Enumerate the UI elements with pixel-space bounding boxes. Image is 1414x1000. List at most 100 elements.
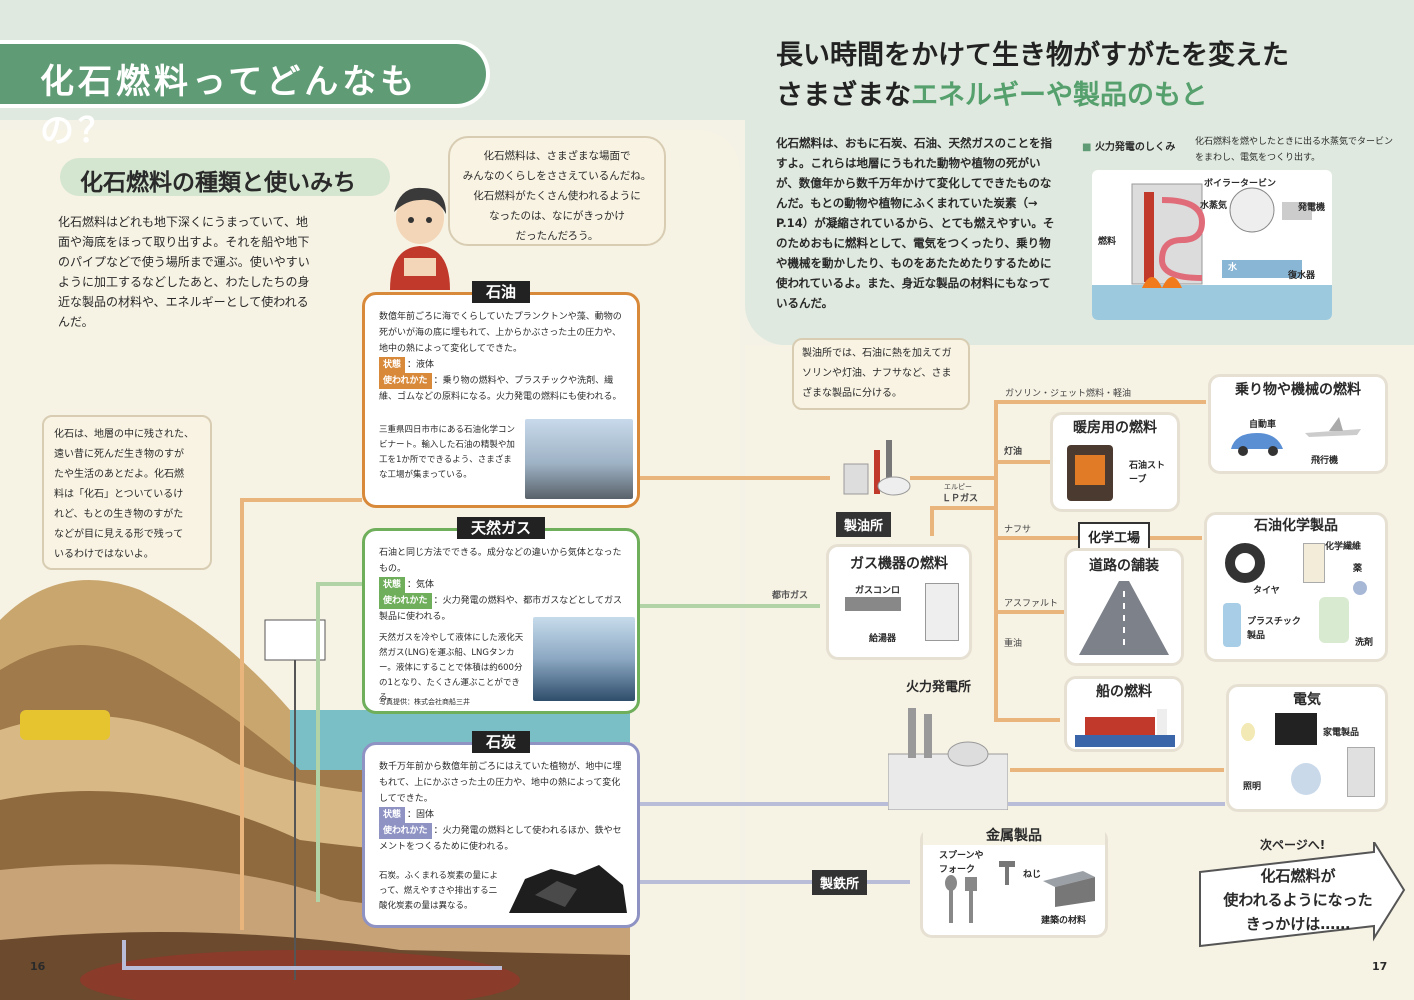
next-page-label: 次ページへ! [1260,838,1326,852]
lighting-label: 照明 [1243,782,1262,792]
gas-card-title: 天然ガス [456,517,546,539]
refinery-label: 製油所 [836,512,892,537]
route-lpg-label: ＬＰガス [942,494,979,504]
power-to-electricity-line [1010,768,1224,772]
refinery-complex-photo [525,419,633,499]
refinery-illustration [843,440,911,496]
bubble-line: 化石燃料がたくさん使われるように [473,190,641,202]
heavy-oil-route-line [994,718,1060,722]
appliance-label: 家電製品 [1323,728,1360,738]
oil-desc: 数億年前ごろに海でくらしていたプランクトンや藻、動物の死がいが海の底に埋もれて、… [379,312,622,354]
power-mechanism-label: ■ 火力発電のしくみ [1082,142,1176,153]
route-lpg-ruby: エルピー [944,483,972,491]
detergent-label: 洗剤 [1355,638,1374,648]
gas-pipe-vertical [316,582,320,902]
fossil-speech-bubble: 化石は、地層の中に残された、 遠い昔に死んだ生き物のすが たや生活のあとだよ。化… [42,415,212,570]
bubble-line: れど、もとの生き物のすがた [54,509,184,520]
bubble-line: だったんだろう。 [515,230,599,242]
power-plant-illustration [888,708,1008,810]
road-illustration [1079,581,1169,655]
petrochem-title: 石油化学製品 [1254,518,1338,534]
tire-label: タイヤ [1253,586,1280,596]
coal-pipe-horizontal [122,966,502,970]
water-heater-icon [925,583,959,641]
gas-stove-label: ガスコンロ [855,586,901,596]
coal-use-tag: 使われかた [379,823,432,839]
bubble-line: 料は「化石」とついているけ [54,489,184,500]
boiler-label: ボイラー [1204,179,1241,189]
power-mechanism-desc: 化石燃料を燃やしたときに出る水蒸気でタービンをまわし、電気をつくり出す。 [1195,137,1394,163]
vehicles-title: 乗り物や機械の燃料 [1235,382,1361,398]
gas-use: ：火力発電の燃料や、都市ガスなどとしてガス製品に使われる。 [379,596,623,622]
road-title: 道路の舗装 [1089,558,1159,574]
next-arrow-shape [1199,842,1406,948]
ship-fuel-box: 船の燃料 [1064,676,1184,752]
steam-label: 水蒸気 [1200,201,1228,211]
oil-photo-caption: 三重県四日市市にある石油化学コンビナート。輸入した石油の精製や加工を1か所ででき… [379,425,516,480]
building-material-label: 建築の材料 [1041,916,1087,926]
vehicles-box: 乗り物や機械の燃料 自動車 飛行機 [1208,374,1388,474]
tv-icon [1275,713,1317,745]
power-plant-label: 火力発電所 [906,680,972,695]
electricity-title: 電気 [1293,692,1321,708]
kerosene-route-line [994,460,1050,464]
oil-state-tag: 状態 [379,357,406,373]
bubble-line: 遠い昔に死んだ生き物のすが [54,449,184,460]
road-box: 道路の舗装 [1064,548,1184,666]
section-subhead: 化石燃料の種類と使いみち [60,158,390,196]
medicine-label: 薬 [1353,564,1363,574]
bubble-line: みんなのくらしをささえているんだね。 [462,170,652,182]
coal-card-title: 石炭 [471,731,531,753]
right-body-text: 化石燃料は、おもに石炭、石油、天然ガスのことを指すよ。これらは地層にうもれた動物… [776,136,1055,310]
condenser-label: 復水器 [1288,271,1316,281]
lpg-route-drop [930,506,934,536]
light-bulb-icon [1241,723,1255,741]
refinery-trunk-line [910,476,994,480]
gas-appliance-title: ガス機器の燃料 [850,556,948,572]
gas-appliance-box: ガス機器の燃料 ガスコンロ 給湯器 [826,544,972,660]
fiber-spool-icon [1303,543,1325,583]
vacuum-icon [1291,763,1321,795]
coal-use: ：火力発電の燃料として使われるほか、鉄やセメントをつくるために使われる。 [379,826,622,852]
next-page-line3: きっかけは…… [1245,915,1351,933]
plastic-bottle-icon [1223,603,1241,647]
chemical-plant-label: 化学工場 [1078,522,1151,551]
tire-icon [1225,543,1265,583]
coal-state-tag: 状態 [379,807,406,823]
page-title-text: 化石燃料ってどんなもの？ [40,62,419,151]
fiber-label: 化学繊維 [1325,542,1362,552]
boy-speech-bubble: 化石燃料は、さまざまな場面で みんなのくらしをささえているんだね。 化石燃料がた… [448,136,666,246]
lpg-route-line [930,506,994,510]
bubble-line: たや生活のあとだよ。化石燃 [54,469,184,480]
turbine-label: タービン [1240,179,1277,189]
oil-card: 石油 数億年前ごろに海でくらしていたプランクトンや藻、動物の死がいが海の底に埋も… [362,281,640,508]
thermal-plant-diagram: ボイラー タービン 水蒸気 燃料 水 発電機 復水器 [1092,170,1332,320]
water-heater-label: 給湯器 [869,634,897,644]
right-title: 長い時間をかけて生き物がすがたを変えた さまざまなエネルギーや製品のもと [776,36,1396,116]
route-asphalt-label: アスファルト [1004,599,1059,609]
spoon-fork-icon [945,875,977,923]
bubble-line: 化石燃料は、さまざまな場面で [483,150,631,162]
coal-pipe-vertical [122,940,126,970]
medicine-icon [1353,581,1367,595]
route-city-gas-label: 都市ガス [772,591,809,601]
gasoline-route-line [994,400,1206,404]
oil-pipe-vertical [240,498,244,930]
metal-box: 金属製品 スプーンやフォーク ねじ 建築の材料 [920,825,1108,938]
bubble-line: 化石は、地層の中に残された、 [54,429,194,440]
gas-pipe-horizontal [316,582,362,586]
steel-beam-icon [1043,871,1095,907]
oil-stove-label: 石油ストーブ [1129,461,1166,485]
refinery-speech-bubble: 製油所では、石油に熱を加えてガソリンや灯油、ナフサなど、さまざまな製品に分ける。 [792,338,970,410]
bubble-line: いるわけではないよ。 [54,549,154,560]
petrochem-box: 石油化学製品 化学繊維 タイヤ 薬 プラスチック製品 洗剤 [1204,512,1388,662]
fuel-label: 燃料 [1098,237,1117,247]
bubble-line: などが目に見える形で残って [54,529,184,540]
heating-box: 暖房用の燃料 石油ストーブ [1050,412,1180,512]
gas-photo-caption: 天然ガスを冷やして液体にした液化天然ガス(LNG)を運ぶ船、LNGタンカー。液体… [379,633,524,703]
next-page-callout[interactable]: 次ページへ! 化石燃料が 使われるようになった きっかけは…… [1196,838,1406,952]
coal-card: 石炭 数千万年前から数億年前ごろにはえていた植物が、地中に埋もれて、上にかぶさっ… [362,731,640,928]
coal-state: ：固体 [407,810,435,820]
car-label: 自動車 [1249,420,1277,430]
route-heavy-oil-label: 重油 [1004,639,1023,649]
